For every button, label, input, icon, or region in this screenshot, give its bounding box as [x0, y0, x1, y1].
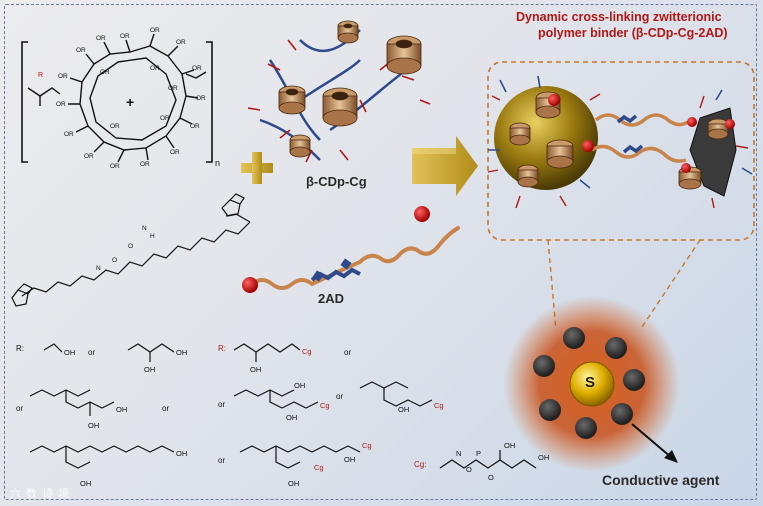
- svg-text:O: O: [112, 257, 117, 264]
- svg-text:OR: OR: [196, 95, 206, 102]
- gold-right-arrow: [412, 136, 478, 196]
- svg-text:OH: OH: [288, 479, 299, 488]
- r-label-right: R:: [218, 344, 226, 353]
- svg-text:OH: OH: [294, 381, 305, 390]
- svg-text:OR: OR: [64, 131, 74, 138]
- svg-text:O: O: [128, 243, 133, 250]
- svg-text:OH: OH: [80, 479, 91, 488]
- black-arrow-icon: [631, 423, 678, 463]
- watermark: 六 数 诗 境: [10, 488, 71, 500]
- svg-text:OH: OH: [344, 455, 355, 464]
- svg-text:OH: OH: [504, 441, 515, 450]
- cyclodextrin-polymer-structure: [21, 33, 213, 163]
- or-7: or: [218, 456, 226, 465]
- svg-text:Cg: Cg: [320, 401, 330, 410]
- svg-text:OH: OH: [398, 405, 409, 414]
- svg-text:OH: OH: [176, 449, 187, 458]
- svg-text:OH: OH: [144, 365, 155, 374]
- conductive-agent-label: Conductive agent: [602, 472, 720, 488]
- svg-text:OR: OR: [110, 123, 120, 130]
- sulfur-label: S: [585, 374, 596, 391]
- svg-text:OR: OR: [168, 85, 178, 92]
- svg-text:OR: OR: [96, 35, 106, 42]
- svg-text:OR: OR: [170, 149, 180, 156]
- svg-text:O: O: [466, 465, 472, 474]
- svg-text:OR: OR: [56, 101, 66, 108]
- svg-text:Cg: Cg: [314, 463, 324, 472]
- svg-text:OR: OR: [76, 47, 86, 54]
- svg-text:OR: OR: [150, 27, 160, 34]
- or-2: or: [344, 348, 352, 357]
- svg-text:OH: OH: [64, 348, 75, 357]
- svg-text:H: H: [150, 233, 155, 240]
- svg-text:OR: OR: [140, 161, 150, 168]
- svg-text:OR: OR: [110, 163, 120, 170]
- beta-cdp-cg-illustration: [247, 20, 431, 163]
- or-6: or: [336, 392, 344, 401]
- svg-text:OH: OH: [538, 453, 549, 462]
- binder-title-line2: polymer binder (β-CDp-Cg-2AD): [538, 26, 728, 40]
- svg-text:OH: OH: [176, 348, 187, 357]
- svg-text:N: N: [142, 225, 147, 232]
- svg-text:OH: OH: [286, 413, 297, 422]
- dashed-border: [4, 4, 757, 500]
- r-label-left: R:: [16, 344, 24, 353]
- svg-text:OR: OR: [100, 69, 110, 76]
- svg-text:P: P: [476, 449, 481, 458]
- svg-text:OR: OR: [58, 73, 68, 80]
- svg-text:OR: OR: [192, 65, 202, 72]
- svg-text:N: N: [96, 265, 101, 272]
- gold-plus-icon: [241, 152, 273, 184]
- 2ad-illustration: [242, 206, 460, 293]
- binder-title-line1: Dynamic cross-linking zwitterionic: [516, 10, 722, 24]
- or-3: or: [16, 404, 24, 413]
- svg-text:Cg: Cg: [362, 441, 372, 450]
- svg-text:OH: OH: [250, 365, 261, 374]
- beta-cdp-cg-label: β-CDp-Cg: [306, 174, 367, 189]
- zoom-inset-box: [487, 61, 755, 241]
- crosslinked-network-illustration: [487, 75, 753, 209]
- svg-text:OR: OR: [176, 39, 186, 46]
- two-ad-label: 2AD: [318, 291, 345, 306]
- r-group-structures: [29, 343, 537, 469]
- 2ad-molecule-structure: [11, 193, 251, 307]
- svg-text:N: N: [456, 449, 461, 458]
- or-1: or: [88, 348, 96, 357]
- svg-text:Cg: Cg: [302, 347, 312, 356]
- svg-text:OR: OR: [150, 65, 160, 72]
- svg-text:OH: OH: [88, 421, 99, 430]
- svg-text:O: O: [488, 473, 494, 482]
- svg-text:OR: OR: [190, 123, 200, 130]
- or-4: or: [162, 404, 170, 413]
- cd-or-labels: OR OR OR OR OR OR OR OR OR OR OR OR OR OR OR OR OR O…: [56, 27, 206, 170]
- svg-text:OR: OR: [84, 153, 94, 160]
- cd-r-letter: R: [38, 72, 44, 79]
- repeat-n: n: [215, 158, 221, 168]
- or-5: or: [218, 400, 226, 409]
- cg-label: Cg:: [414, 460, 427, 469]
- svg-text:OH: OH: [116, 405, 127, 414]
- svg-text:OR: OR: [120, 33, 130, 40]
- svg-text:Cg: Cg: [434, 401, 444, 410]
- cd-plus-sign: +: [126, 94, 135, 110]
- svg-text:OR: OR: [160, 115, 170, 122]
